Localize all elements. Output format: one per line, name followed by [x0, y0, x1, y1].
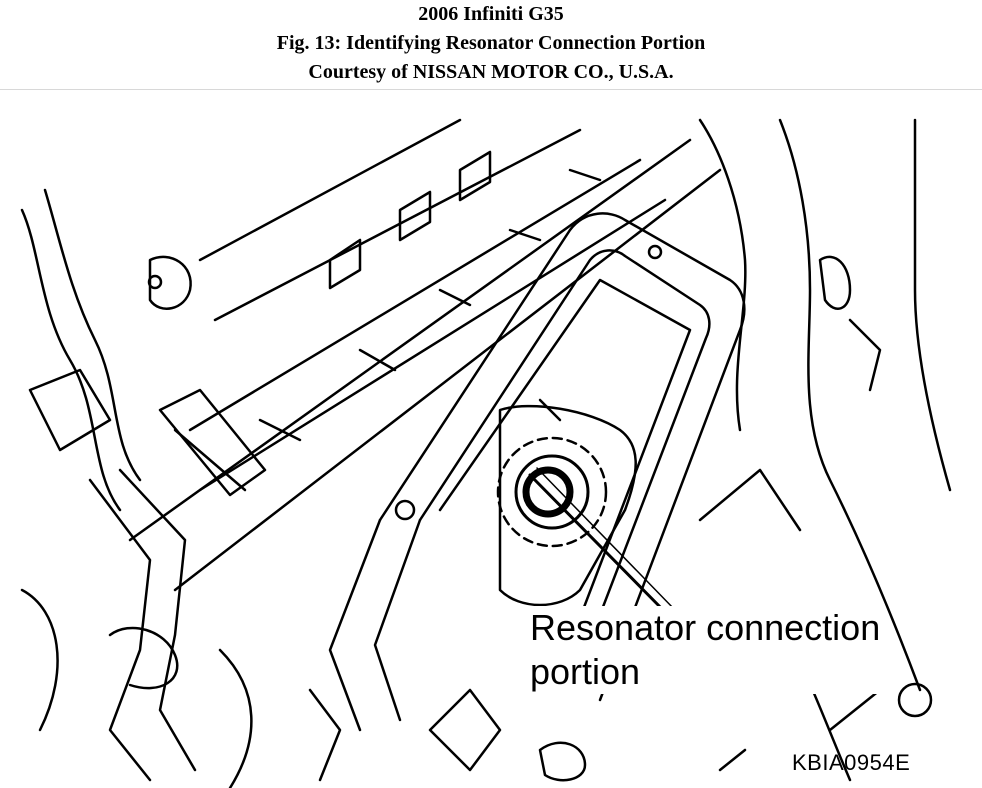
connection-inner-ring — [522, 466, 574, 518]
frame-bolt-hole-left — [394, 499, 416, 521]
left-clip-hole — [147, 274, 163, 290]
duct-edge-4 — [198, 198, 667, 492]
courtesy-line: Courtesy of NISSAN MOTOR CO., U.S.A. — [308, 61, 674, 83]
duct-clamp — [158, 388, 267, 497]
housing-notch — [848, 318, 882, 392]
left-fitting — [108, 626, 179, 690]
figure-header: 2006 Infiniti G35 Fig. 13: Identifying R… — [0, 0, 982, 88]
housing-slot — [818, 255, 852, 310]
leader-line — [528, 473, 670, 617]
resonator-frame-rim — [438, 278, 692, 672]
duct-tooth-2 — [358, 348, 397, 372]
duct-edge-5 — [128, 138, 692, 542]
callout-label: Resonator connection portion — [526, 606, 885, 694]
housing-top — [698, 118, 747, 432]
left-pipe — [20, 588, 59, 732]
right-lower-part — [828, 688, 882, 732]
resonator-cavity-lip — [538, 398, 562, 422]
duct-edge-6 — [173, 168, 722, 592]
bottom-bracket — [428, 688, 502, 772]
frame-bolt-hole-top — [647, 244, 663, 260]
duct-edge-2 — [213, 128, 582, 322]
frame-lower-edge — [328, 518, 382, 732]
bottom-detail — [308, 688, 342, 782]
duct-clamp-band — [173, 428, 247, 492]
callout-line-2: portion — [530, 651, 641, 692]
leader-line-2 — [536, 467, 676, 611]
left-hose-outline — [20, 208, 122, 512]
duct-ridge-1 — [328, 238, 362, 290]
resonator-cavity — [498, 404, 637, 607]
duct-ridge-2 — [398, 190, 432, 242]
bottom-bolt — [538, 741, 587, 782]
duct-tooth-3 — [438, 288, 472, 307]
frame-lower-edge-2 — [373, 518, 422, 722]
duct-edge-1 — [198, 118, 462, 262]
left-hose-inner — [43, 188, 142, 482]
line-drawing — [20, 118, 952, 788]
left-lower-arm-2 — [118, 468, 197, 772]
figure-code: KBIA0954E — [792, 750, 911, 775]
header-divider — [0, 89, 982, 90]
bottom-hose — [218, 648, 253, 788]
left-lower-arm — [88, 478, 152, 782]
left-clip — [148, 255, 192, 310]
housing-edge — [913, 118, 952, 492]
left-bracket — [28, 368, 112, 452]
connection-highlight-circle — [496, 436, 608, 548]
duct-tooth-1 — [258, 418, 302, 442]
right-lower-panel — [698, 468, 802, 532]
housing-right — [778, 118, 922, 692]
right-lower-hole — [897, 682, 933, 718]
vehicle-title: 2006 Infiniti G35 — [418, 3, 564, 25]
duct-edge-3 — [188, 158, 642, 432]
engine-diagram: Resonator connection portion KBIA0954E — [0, 90, 982, 788]
connection-outer-ring — [514, 454, 590, 530]
duct-tooth-4 — [508, 228, 542, 242]
bottom-right-detail — [718, 748, 747, 772]
resonator-frame-outer — [378, 212, 746, 702]
resonator-frame-inner — [418, 249, 711, 682]
callout-line-1: Resonator connection — [530, 607, 881, 648]
duct-tooth-5 — [568, 168, 602, 182]
figure-caption: Fig. 13: Identifying Resonator Connectio… — [276, 32, 706, 54]
duct-ridge-3 — [458, 150, 492, 202]
